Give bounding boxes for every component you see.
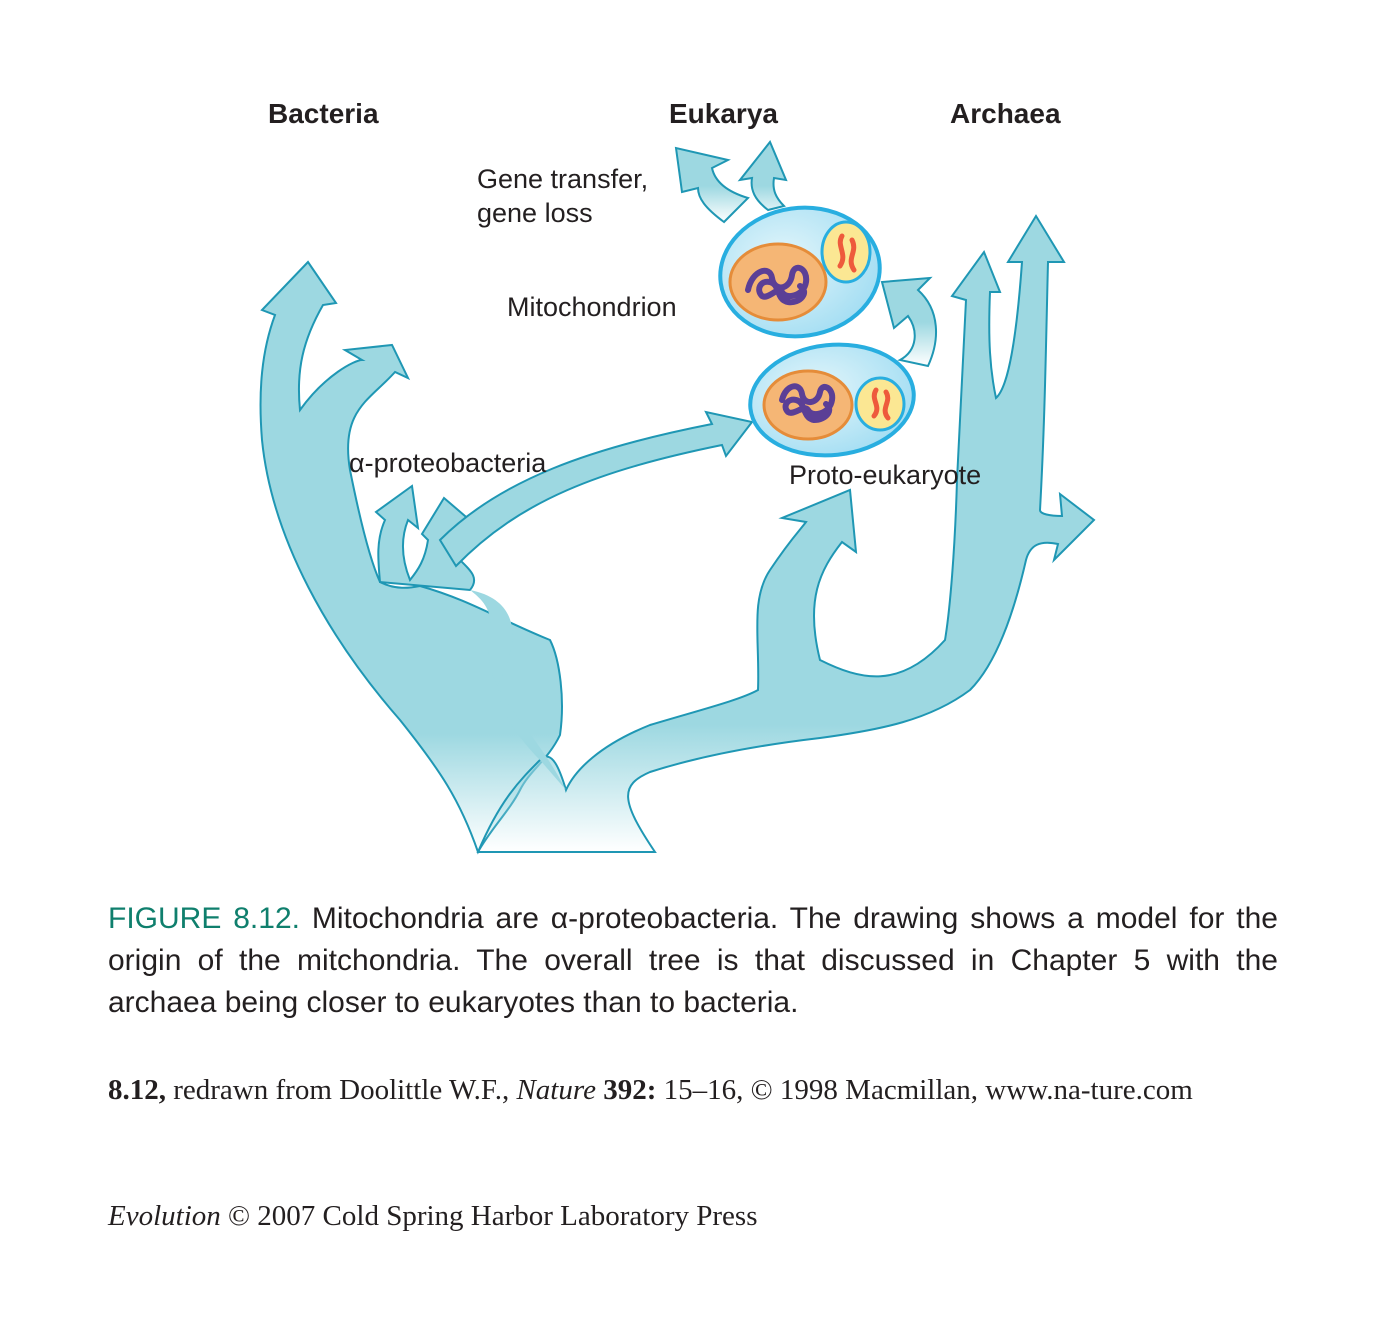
copyright-text: © 2007 Cold Spring Harbor Laboratory Pre… (220, 1200, 758, 1232)
eukaryotic-cell (718, 205, 882, 339)
symbiosis-arrow (880, 276, 937, 368)
proto-nucleus (762, 369, 854, 441)
figure-credit: 8.12, redrawn from Doolittle W.F., Natur… (108, 1070, 1278, 1110)
credit-journal: Nature (516, 1074, 596, 1106)
proto-eukaryote-label: Proto-eukaryote (789, 460, 982, 490)
proto-mitochondrion (854, 376, 906, 432)
mitochondrion-label: Mitochondrion (507, 292, 677, 322)
figure-number: FIGURE 8.12. (108, 902, 300, 935)
book-title: Evolution (108, 1200, 221, 1232)
nucleus (728, 242, 828, 322)
figure-caption: FIGURE 8.12. Mitochondria are α-proteoba… (108, 898, 1278, 1024)
caption-text: Mitochondria are α-proteobacteria. The d… (108, 902, 1278, 1019)
bacteria-branch (259, 260, 563, 855)
credit-text-before: redrawn from Doolittle W.F., (166, 1074, 517, 1106)
proto-eukaryote-cell (748, 342, 916, 458)
gene-transfer-line2: gene loss (477, 198, 593, 228)
credit-fig-ref: 8.12, (108, 1074, 166, 1106)
eukarya-label: Eukarya (669, 98, 778, 129)
book-copyright: Evolution © 2007 Cold Spring Harbor Labo… (108, 1196, 1278, 1236)
gene-transfer-label: Gene transfer, gene loss (477, 162, 648, 230)
alpha-proteobacteria-label: α-proteobacteria (349, 448, 547, 478)
gene-transfer-line1: Gene transfer, (477, 164, 649, 194)
bacteria-label: Bacteria (268, 98, 379, 129)
proto-chromosome (779, 383, 836, 424)
chromosome (745, 264, 810, 306)
mitochondrion (820, 220, 872, 284)
tree-diagram (259, 140, 1096, 855)
eukarya-branch (674, 140, 788, 224)
tree-trunk (476, 214, 1096, 853)
credit-text-after: 15–16, © 1998 Macmillan, www.na-ture.com (656, 1074, 1193, 1106)
trunk-junction (470, 590, 566, 790)
tree-of-life-svg (259, 140, 1096, 855)
archaea-label: Archaea (950, 98, 1061, 129)
credit-volume: 392: (595, 1074, 657, 1106)
proto-eukaryote-branch (438, 410, 754, 568)
